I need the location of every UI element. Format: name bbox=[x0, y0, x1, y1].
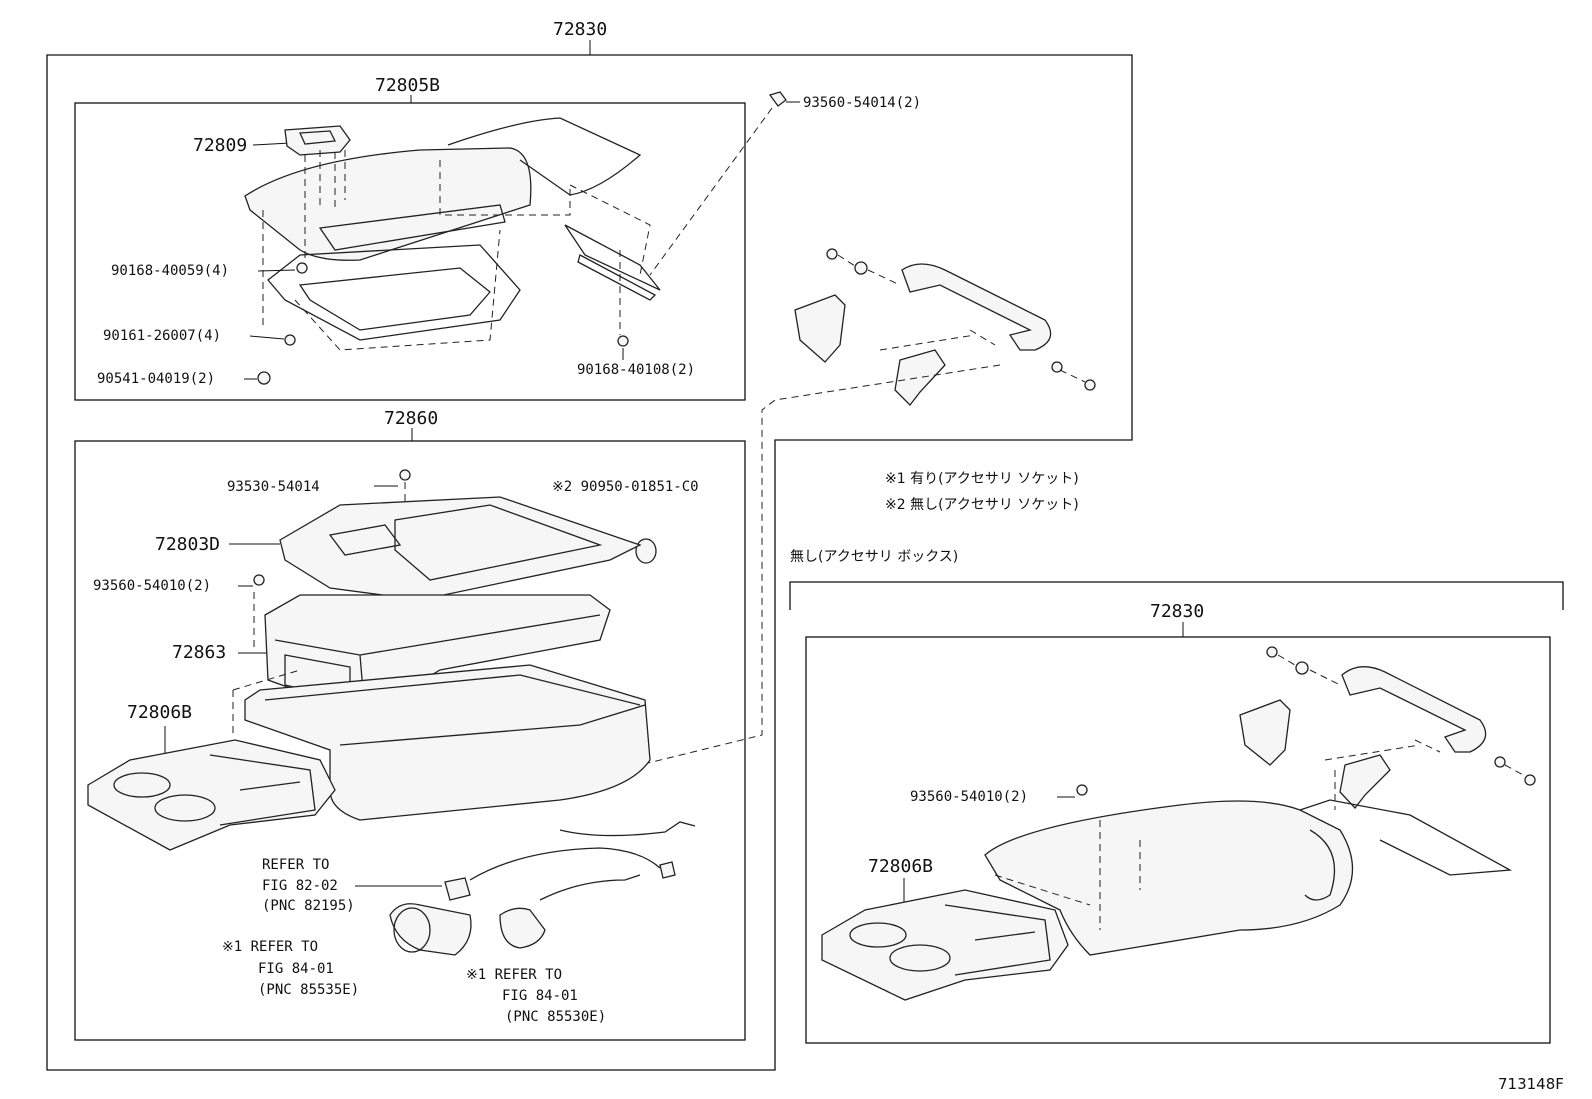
ref2-line1: ※1 REFER TO bbox=[222, 939, 318, 955]
label-90950: ※2 90950-01851-C0 bbox=[552, 479, 699, 495]
label-72803D: 72803D bbox=[155, 534, 220, 555]
label-93530-54014: 93530-54014 bbox=[227, 479, 320, 495]
ref3-line1: ※1 REFER TO bbox=[466, 967, 562, 983]
armrest-lid bbox=[244, 147, 532, 261]
variant-note: 無し(アクセサリ ボックス) bbox=[790, 549, 958, 565]
label-72806B: 72806B bbox=[127, 702, 192, 723]
tray-72803D bbox=[279, 496, 642, 601]
note-1: ※1 有り(アクセサリ ソケット) bbox=[885, 471, 1079, 487]
label-93560-54010: 93560-54010(2) bbox=[93, 578, 211, 594]
lower-box-title: 72860 bbox=[384, 408, 438, 429]
main-assembly-frame: 72830 bbox=[46, 19, 1133, 1071]
assembly-top-label: 72830 bbox=[553, 19, 607, 40]
lower-assembly-box: 72860 93530-54014 ※2 90950-01851-C0 7280… bbox=[74, 408, 746, 1041]
ref2-line2: FIG 84-01 bbox=[258, 961, 334, 977]
ref1-line2: FIG 82-02 bbox=[262, 878, 338, 894]
note-2: ※2 無し(アクセサリ ソケット) bbox=[885, 497, 1079, 513]
screw-group-93560-54014: 93560-54014(2) bbox=[649, 91, 921, 276]
label-72809: 72809 bbox=[193, 135, 247, 156]
upper-assembly-box: 72805B 72809 90168-40059(4) 90161-26007(… bbox=[74, 75, 746, 401]
label-right-93560-54010: 93560-54010(2) bbox=[910, 789, 1028, 805]
cap-part-72809 bbox=[284, 125, 351, 156]
assembly-right-label: 72830 bbox=[1150, 601, 1204, 622]
label-90161-26007: 90161-26007(4) bbox=[103, 328, 221, 344]
ref2-line3: (PNC 85535E) bbox=[258, 982, 359, 998]
ref3-line3: (PNC 85530E) bbox=[505, 1009, 606, 1025]
upper-box-title: 72805B bbox=[375, 75, 440, 96]
figure-code: 713148F bbox=[1498, 1075, 1564, 1093]
bracket-assembly-upper bbox=[639, 248, 1096, 766]
ref3-line2: FIG 84-01 bbox=[502, 988, 578, 1004]
label-90168-40108: 90168-40108(2) bbox=[577, 362, 695, 378]
label-right-72806B: 72806B bbox=[868, 856, 933, 877]
label-72863: 72863 bbox=[172, 642, 226, 663]
ref1-line1: REFER TO bbox=[262, 857, 329, 873]
variant-assembly: 72830 93560-54010(2) 72806B bbox=[789, 581, 1564, 1044]
label-93560-54014: 93560-54014(2) bbox=[803, 95, 921, 111]
armrest-body-variant bbox=[984, 800, 1354, 956]
cup-holder-72806B bbox=[87, 739, 336, 851]
label-90541-04019: 90541-04019(2) bbox=[97, 371, 215, 387]
ref1-line3: (PNC 82195) bbox=[262, 898, 355, 914]
legend-notes: ※1 有り(アクセサリ ソケット) ※2 無し(アクセサリ ソケット) 無し(ア… bbox=[790, 471, 1079, 565]
label-90168-40059: 90168-40059(4) bbox=[111, 263, 229, 279]
cup-holder-variant bbox=[821, 889, 1069, 1001]
